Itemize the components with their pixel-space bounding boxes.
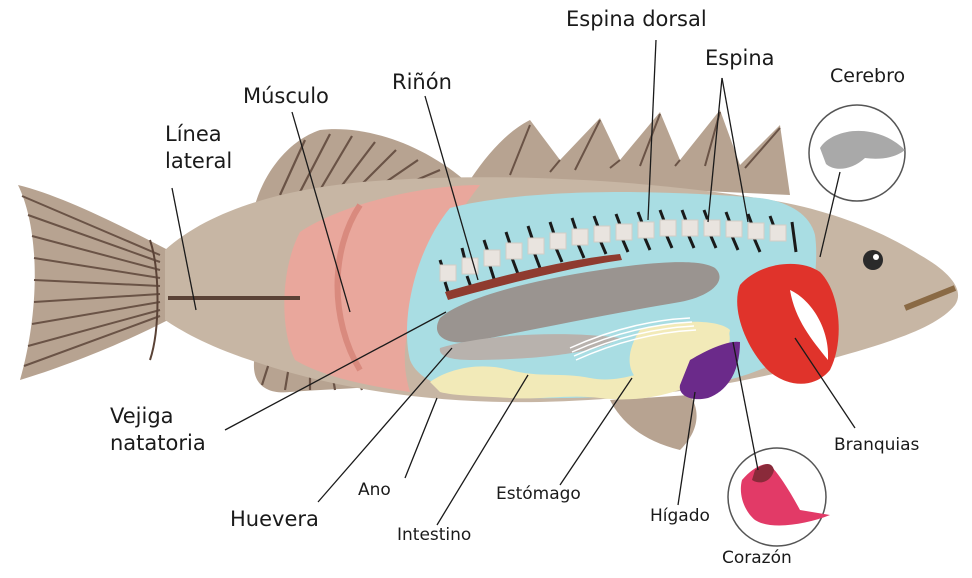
pelvic-fin: [610, 395, 697, 450]
leader-ano: [405, 398, 437, 478]
tail-fin: [18, 185, 168, 380]
eye: [863, 250, 883, 270]
label-intestino: Intestino: [397, 526, 471, 546]
label-espina: Espina: [705, 46, 775, 70]
label-vejiga-natatoria-2: natatoria: [110, 431, 206, 455]
label-cerebro: Cerebro: [830, 66, 905, 88]
label-estomago: Estómago: [496, 485, 581, 505]
heart-inset: [728, 448, 830, 546]
label-linea-lateral-2: lateral: [165, 149, 232, 173]
label-higado: Hígado: [650, 507, 710, 527]
label-branquias: Branquias: [834, 436, 919, 456]
label-rinon: Riñón: [392, 70, 452, 94]
label-huevera: Huevera: [230, 507, 319, 531]
label-ano: Ano: [358, 481, 391, 501]
label-vejiga-natatoria-1: Vejiga: [110, 404, 174, 428]
label-espina-dorsal: Espina dorsal: [566, 7, 707, 31]
label-musculo: Músculo: [243, 84, 329, 108]
label-corazon: Corazón: [722, 549, 792, 569]
label-linea-lateral-1: Línea: [165, 122, 222, 146]
brain-inset: [809, 105, 905, 201]
eye-highlight: [873, 254, 879, 260]
